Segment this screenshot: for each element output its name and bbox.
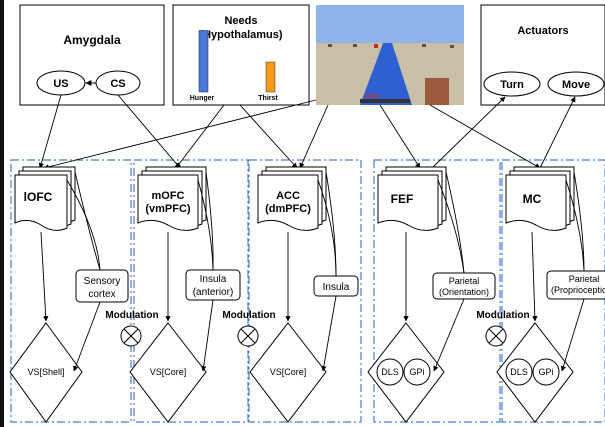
group-mofc [133,159,249,423]
group-mc [501,159,605,423]
dls-circle-1 [376,358,404,386]
parietal-proprioception-line2: (Proprioception) [551,285,605,295]
gpi-label-2: GPi [538,367,553,377]
acc-title: ACC [276,190,300,202]
sensory-line2: cortex [88,289,115,300]
dls-label-2: DLS [510,367,528,377]
modulation-3: Modulation [476,310,530,347]
group-fef [373,159,501,423]
amygdala-box: Amygdala US CS [19,4,165,106]
game-object [328,44,332,47]
sensory-line1: Sensory [84,276,121,287]
modulation-label-1: Modulation [105,310,158,321]
mc-stack: MC [505,166,575,231]
modulation-1: Modulation [105,310,159,347]
insula-anterior-line1: Insula [200,274,227,285]
us-label: US [53,78,68,90]
hud-health-bar [365,95,379,97]
mc-title: MC [523,192,542,206]
amygdala-title: Amygdala [63,33,121,47]
lofc-stack: lOFC [14,166,76,231]
move-label: Move [562,79,590,91]
modulation-label-3: Modulation [476,310,529,321]
gpi-circle-2 [532,358,560,386]
diamond-mofc: VS[Core] [129,322,207,423]
modulation-2: Modulation [222,310,276,347]
parietal-orientation-line2: (Orientation) [439,287,489,297]
turn-node [483,71,541,97]
acc-stack: ACC (dmPFC) [257,166,327,231]
needs-box: Needs (Hypothalamus) Hunger Thirst [172,4,310,106]
parietal-proprioception-box: Parietal (Proprioception) [546,270,605,300]
needs-title: Needs [224,15,257,27]
game-object [450,45,454,48]
sensory-cortex-box: Sensory cortex [75,269,129,303]
group-acc [248,159,362,423]
vs-shell-label: VS[Shell] [27,367,64,377]
player-arm [425,78,449,105]
diamond-lofc: VS[Shell] [9,322,83,423]
insula-box: Insula [313,275,359,297]
modulation-label-2: Modulation [222,310,275,321]
parietal-orientation-line1: Parietal [449,276,480,286]
gpi-circle-1 [403,358,431,386]
diamond-fef: DLS GPi [367,322,445,423]
game-object [374,44,378,48]
down-arrows [40,231,538,322]
diamond-mc: DLS GPi [496,322,574,423]
needs-subtitle: (Hypothalamus) [199,29,282,41]
left-edge-bar [0,0,4,427]
dashed-groups [10,159,605,423]
group-lofc [10,159,132,423]
dls-circle-2 [505,358,533,386]
feedback-curves [66,171,585,277]
cs-label: CS [110,78,125,90]
insula-anterior-box: Insula (anterior) [185,269,241,301]
actuators-title: Actuators [517,25,568,37]
side-to-diamond-arrows [73,295,585,372]
thirst-label: Thirst [258,95,278,102]
move-node [547,71,605,97]
game-object [422,44,426,47]
acc-subtitle: (dmPFC) [265,203,311,215]
parietal-orientation-box: Parietal (Orientation) [432,272,496,300]
mofc-subtitle: (vmPFC) [145,203,191,215]
game-track [360,43,412,105]
hunger-label: Hunger [190,95,215,102]
lofc-title: lOFC [24,190,53,204]
fef-title: FEF [391,192,414,206]
vs-core-label-2: VS[Core] [270,367,307,377]
fef-stack: FEF [377,166,447,231]
hunger-bar [198,30,209,93]
turn-label: Turn [500,79,524,91]
top-connections [38,94,576,170]
actuators-box: Actuators Turn Move [480,4,605,106]
gpi-label-1: GPi [409,367,424,377]
parietal-proprioception-line1: Parietal [569,274,600,284]
vs-core-label-1: VS[Core] [150,367,187,377]
thirst-bar [265,61,276,93]
insula-anterior-line2: (anterior) [193,287,234,298]
dls-label-1: DLS [381,367,399,377]
game-view [316,5,464,105]
mofc-stack: mOFC (vmPFC) [137,166,207,231]
game-object [353,44,357,47]
diamond-acc: VS[Core] [249,322,327,423]
insula-line1: Insula [323,282,350,293]
mofc-title: mOFC [152,190,185,202]
hud-hotbar [360,99,410,103]
